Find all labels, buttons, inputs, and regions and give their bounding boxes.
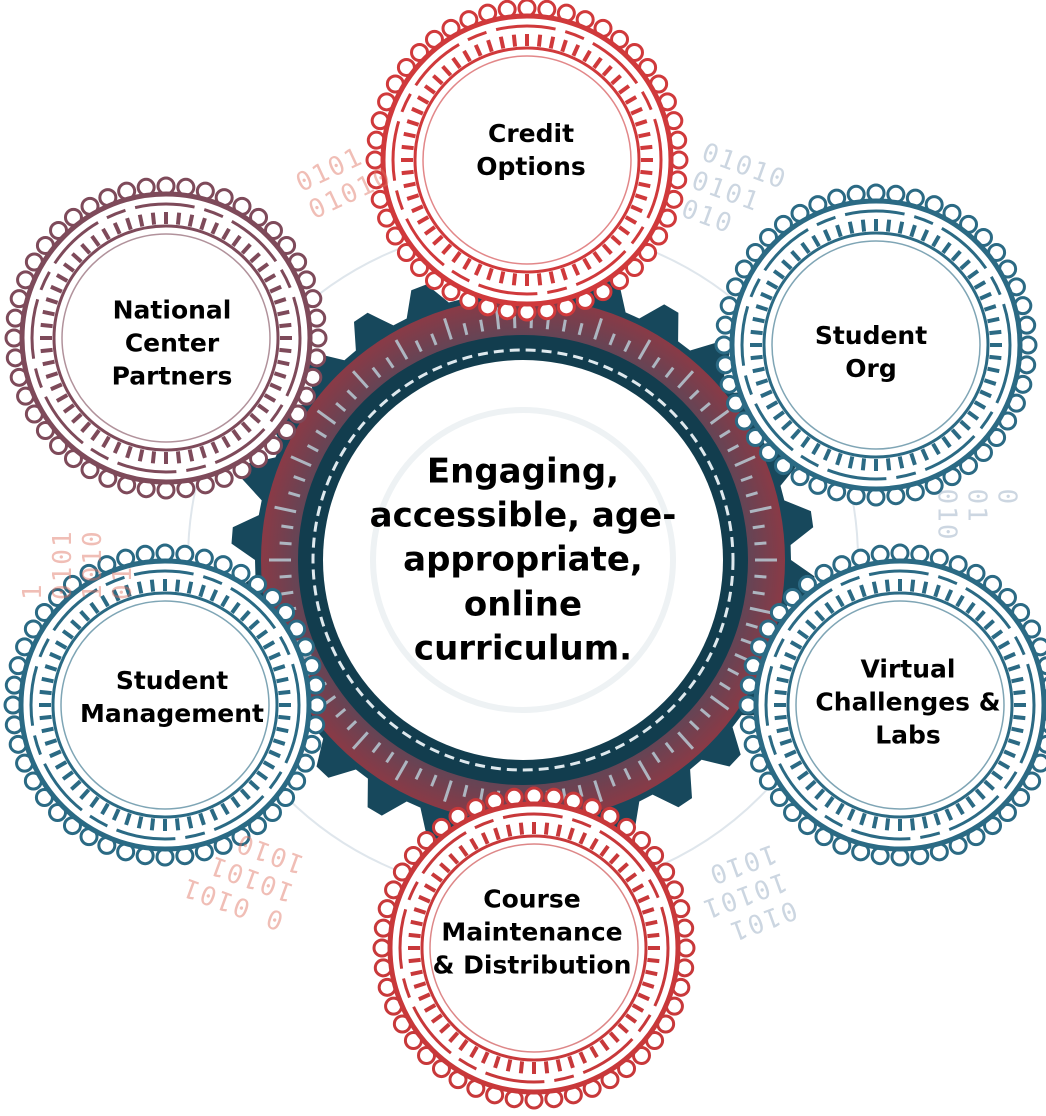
central-hub [187, 224, 859, 896]
node-student-org [714, 183, 1038, 507]
node-course-maintenance-distribution [372, 786, 696, 1110]
hub-dashed-ring [311, 348, 735, 772]
satellite-nodes [3, 0, 1046, 1110]
node-credit-options [365, 0, 689, 322]
node-national-center-partners [4, 176, 328, 500]
hub-faint-ring [370, 407, 676, 713]
hub-center-disc [323, 360, 723, 760]
node-student-management [3, 543, 327, 867]
node-virtual-challenges-labs [738, 543, 1046, 867]
